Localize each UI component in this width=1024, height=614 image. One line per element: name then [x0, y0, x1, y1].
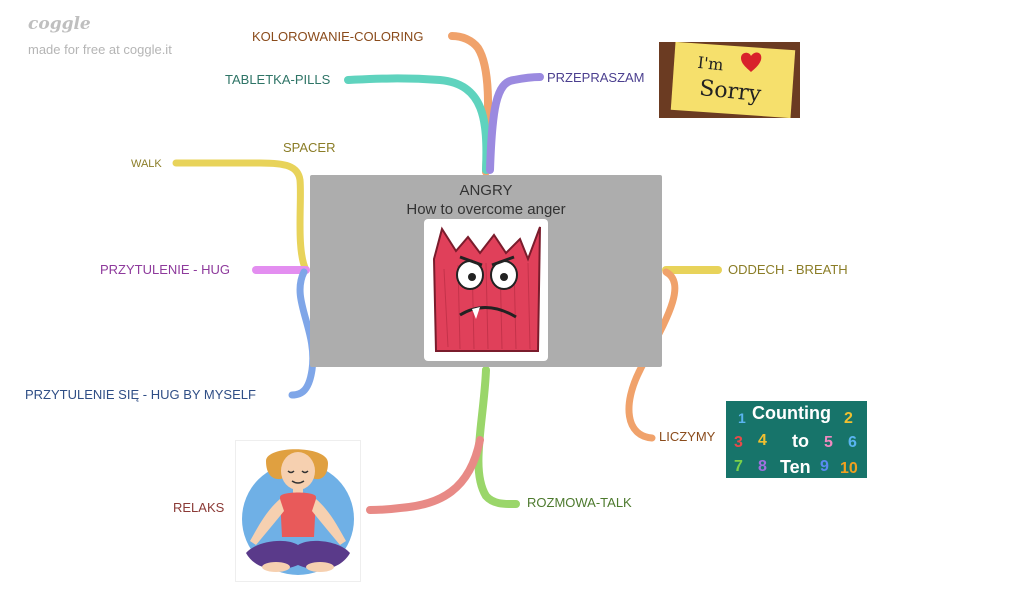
label-talk[interactable]: ROZMOWA-TALK — [527, 495, 632, 510]
label-walk[interactable]: WALK — [131, 158, 162, 170]
label-counting[interactable]: LICZYMY — [659, 429, 716, 444]
sorry-sticky-note-icon: I'm Sorry — [659, 42, 800, 118]
sorry-note-image: I'm Sorry — [659, 42, 800, 118]
sorry-line1: I'm — [697, 53, 725, 75]
counting-to-ten-icon: 1 Counting 2 3 4 to 5 6 7 8 Ten 9 10 — [726, 401, 867, 478]
svg-text:7: 7 — [734, 458, 743, 475]
central-title: ANGRY — [459, 182, 513, 199]
svg-text:Counting: Counting — [752, 403, 831, 423]
svg-text:5: 5 — [824, 434, 833, 451]
meditating-woman-icon — [242, 449, 354, 575]
label-pills[interactable]: TABLETKA-PILLS — [225, 72, 331, 87]
svg-text:10: 10 — [840, 460, 858, 477]
svg-text:4: 4 — [758, 432, 767, 449]
label-coloring[interactable]: KOLOROWANIE-COLORING — [252, 29, 424, 44]
coggle-logo[interactable]: coggle — [28, 14, 91, 34]
branch-counting — [625, 268, 679, 442]
relaks-image — [235, 440, 361, 582]
branch-walk — [172, 159, 310, 274]
label-hug[interactable]: PRZYTULENIE - HUG — [100, 262, 231, 277]
svg-text:9: 9 — [820, 458, 829, 475]
counting-image: 1 Counting 2 3 4 to 5 6 7 8 Ten 9 10 — [726, 401, 867, 478]
label-spacer[interactable]: SPACER — [283, 140, 336, 155]
svg-text:1: 1 — [738, 410, 746, 426]
branch-talk — [474, 366, 520, 509]
svg-text:to: to — [792, 431, 809, 451]
branch-pills — [344, 74, 491, 174]
svg-text:8: 8 — [758, 458, 767, 475]
label-sorry[interactable]: PRZEPRASZAM — [547, 70, 645, 85]
svg-text:3: 3 — [734, 434, 743, 451]
angry-monster-icon — [432, 226, 541, 352]
label-breath[interactable]: ODDECH - BREATH — [728, 262, 848, 277]
central-subtitle: How to overcome anger — [406, 201, 566, 218]
svg-text:2: 2 — [844, 410, 853, 427]
svg-text:6: 6 — [848, 434, 857, 451]
branch-relaks — [366, 436, 484, 514]
made-with-coggle-link[interactable]: made for free at coggle.it — [28, 42, 172, 57]
label-hug-myself[interactable]: PRZYTULENIE SIĘ - HUG BY MYSELF — [25, 387, 256, 402]
label-relaks[interactable]: RELAKS — [173, 500, 225, 515]
svg-text:Ten: Ten — [780, 457, 811, 477]
monster-image — [424, 219, 548, 361]
central-node[interactable]: ANGRY How to overcome anger — [310, 175, 662, 367]
branch-sorry — [486, 73, 544, 174]
